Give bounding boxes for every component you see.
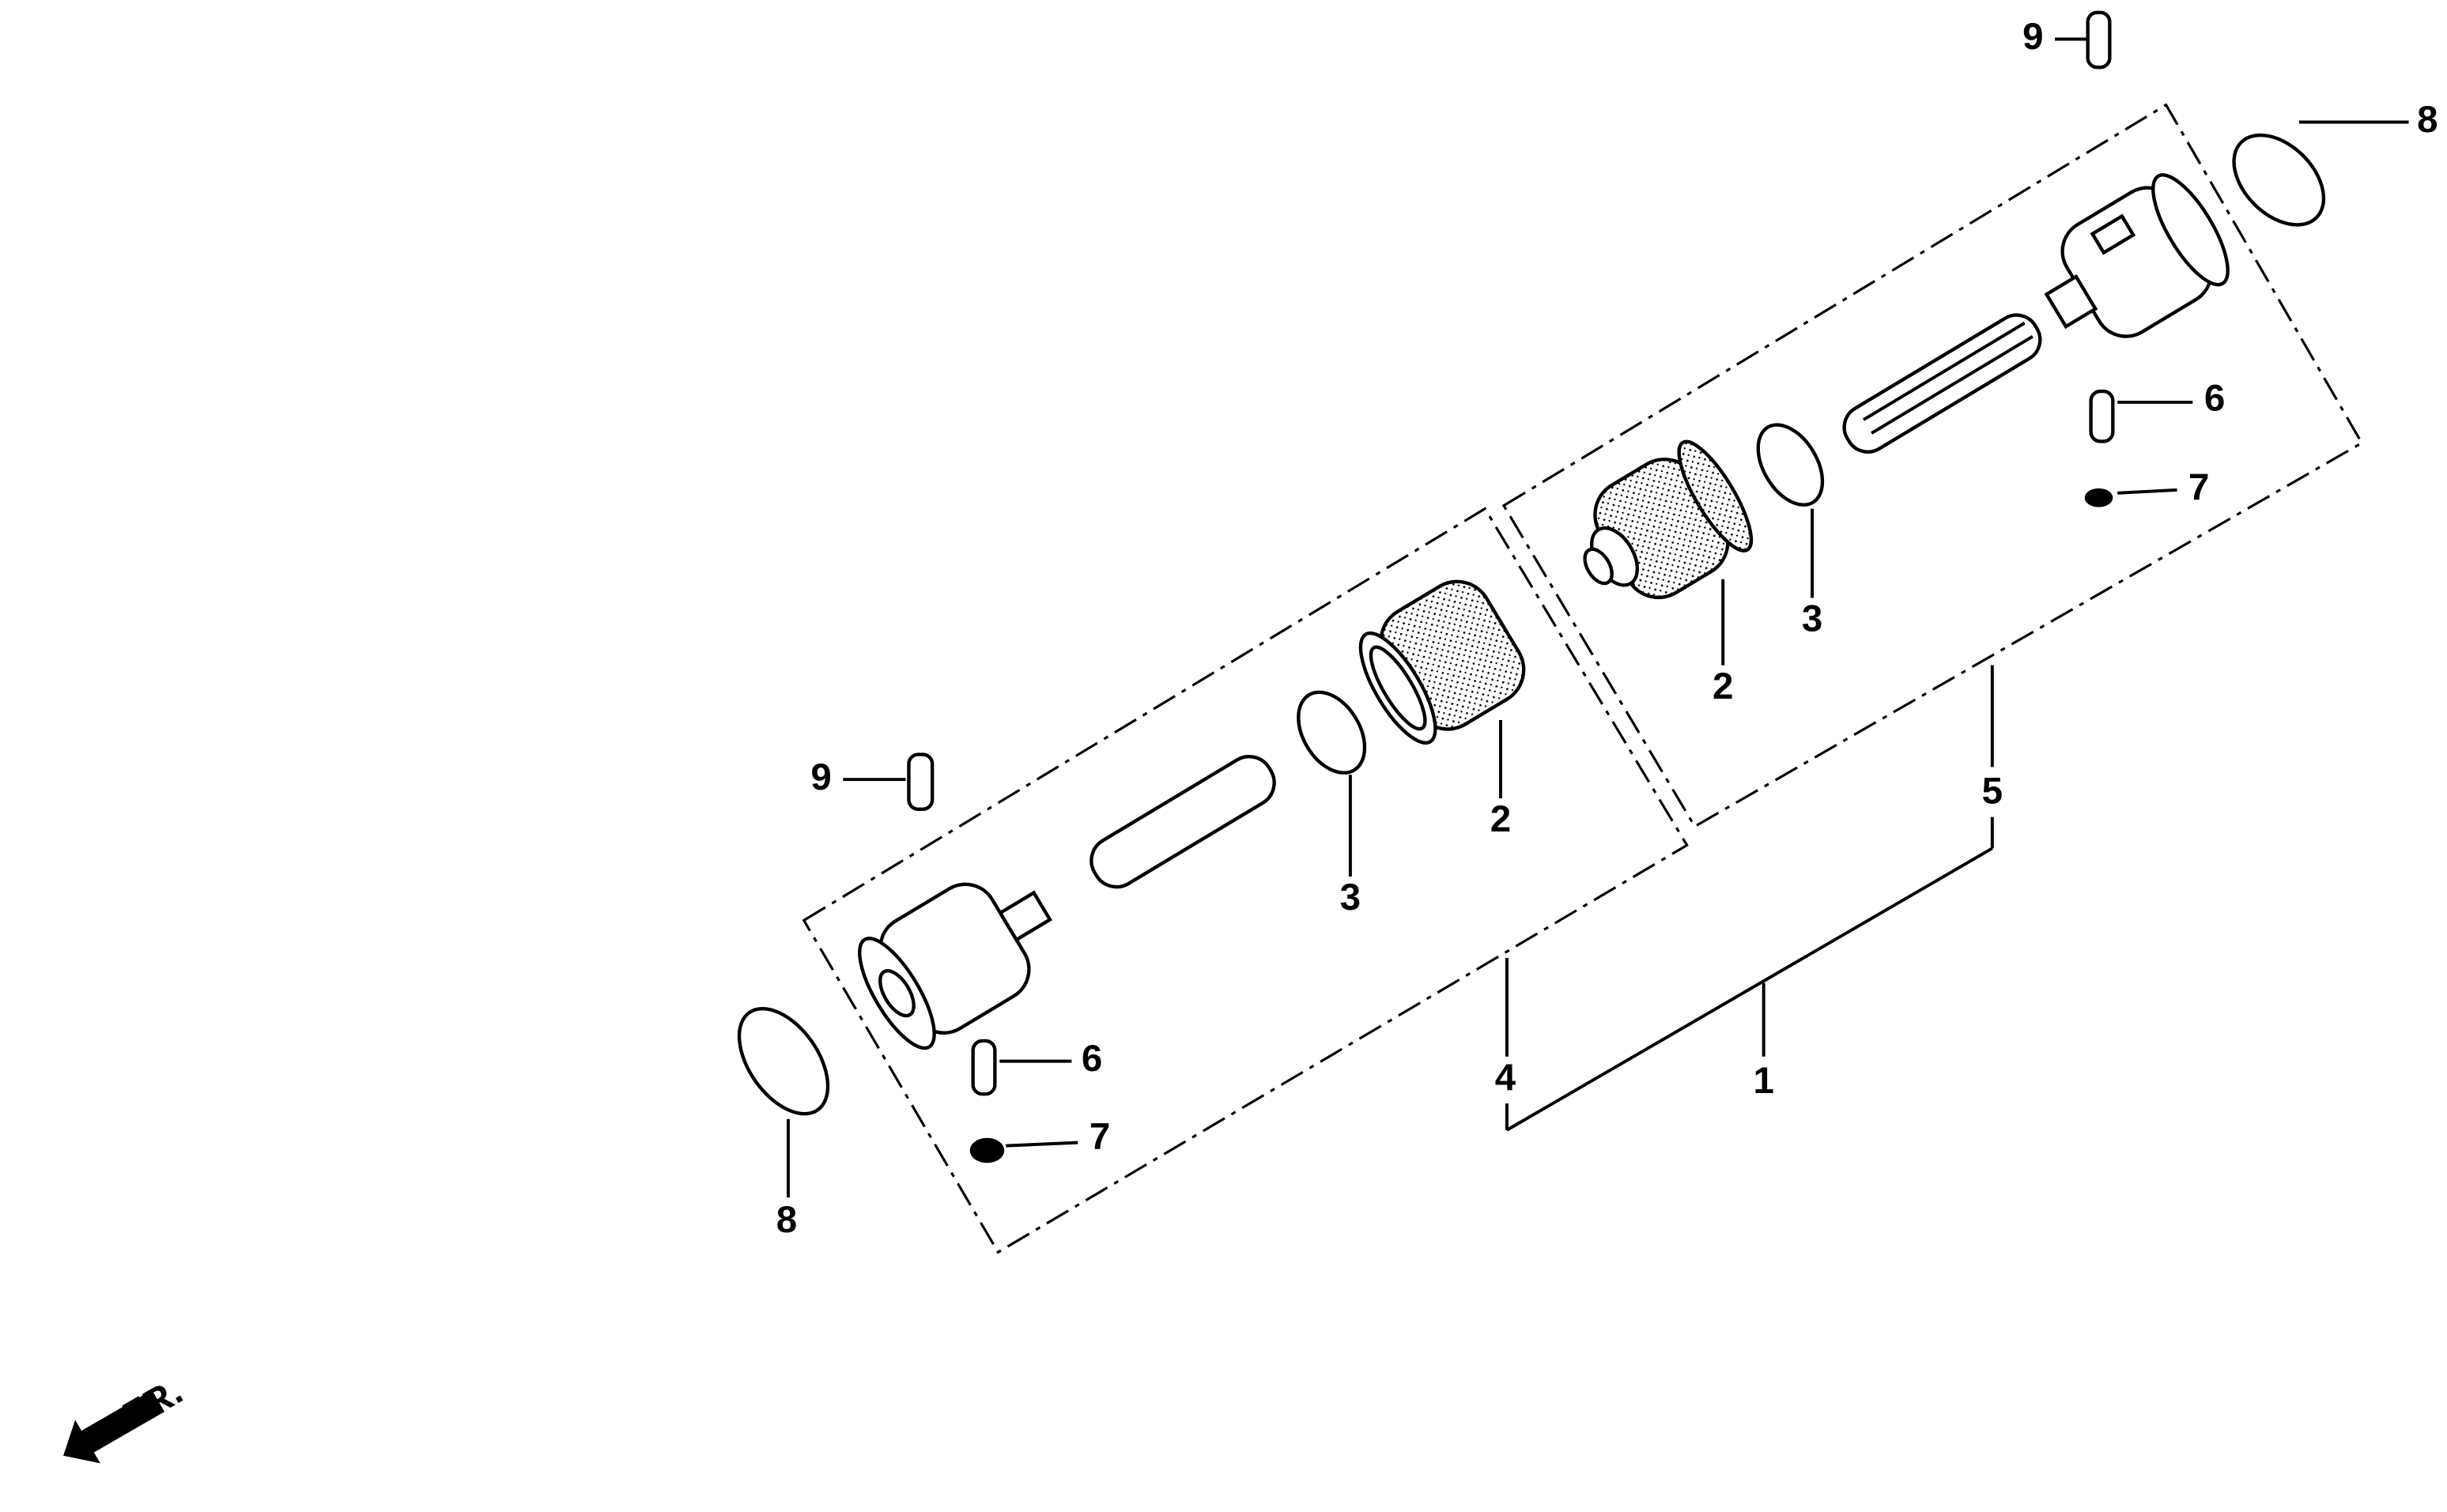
right-boot [1583,439,1754,600]
callout-6-right: 6 [2204,378,2225,420]
callout-3-right: 3 [1802,598,1822,640]
callout-2-left: 2 [1490,798,1511,840]
left-ring [1297,690,1367,775]
callout-8-right: 8 [2417,99,2438,141]
left-pin-9 [907,752,935,812]
callout-1: 1 [1753,1060,1773,1102]
callout-5: 5 [1982,771,2003,813]
right-assembly-box [1501,103,2364,828]
right-pin-6 [2089,389,2115,443]
callout-7-right: 7 [2188,466,2209,508]
right-pin-9 [2086,10,2112,70]
left-clamp [737,1006,830,1116]
callout-6-left: 6 [1082,1038,1102,1080]
right-ring [1756,423,1825,507]
assembly-bracket [1505,665,1994,1132]
callout-2-right: 2 [1713,666,1733,707]
callout-9-left: 9 [810,756,831,798]
left-yoke-joint [858,882,1052,1050]
callout-3-left: 3 [1340,877,1361,918]
callout-4: 4 [1495,1057,1516,1099]
left-shaft [1089,755,1276,889]
left-pin-6 [971,1039,997,1096]
callout-8-left: 8 [776,1199,797,1241]
left-washer-7 [969,1137,1005,1163]
left-assembly-box [802,507,1689,1254]
right-clamp [2232,133,2326,227]
leader-lines [786,37,2409,1197]
right-splined-shaft [1842,313,2042,454]
callout-7-left: 7 [1089,1116,1110,1158]
left-boot [1358,579,1526,745]
front-direction-arrow-icon [63,1389,165,1464]
right-yoke-joint [2044,173,2230,338]
callout-9-right: 9 [2022,16,2043,58]
right-washer-7 [2084,488,2113,507]
